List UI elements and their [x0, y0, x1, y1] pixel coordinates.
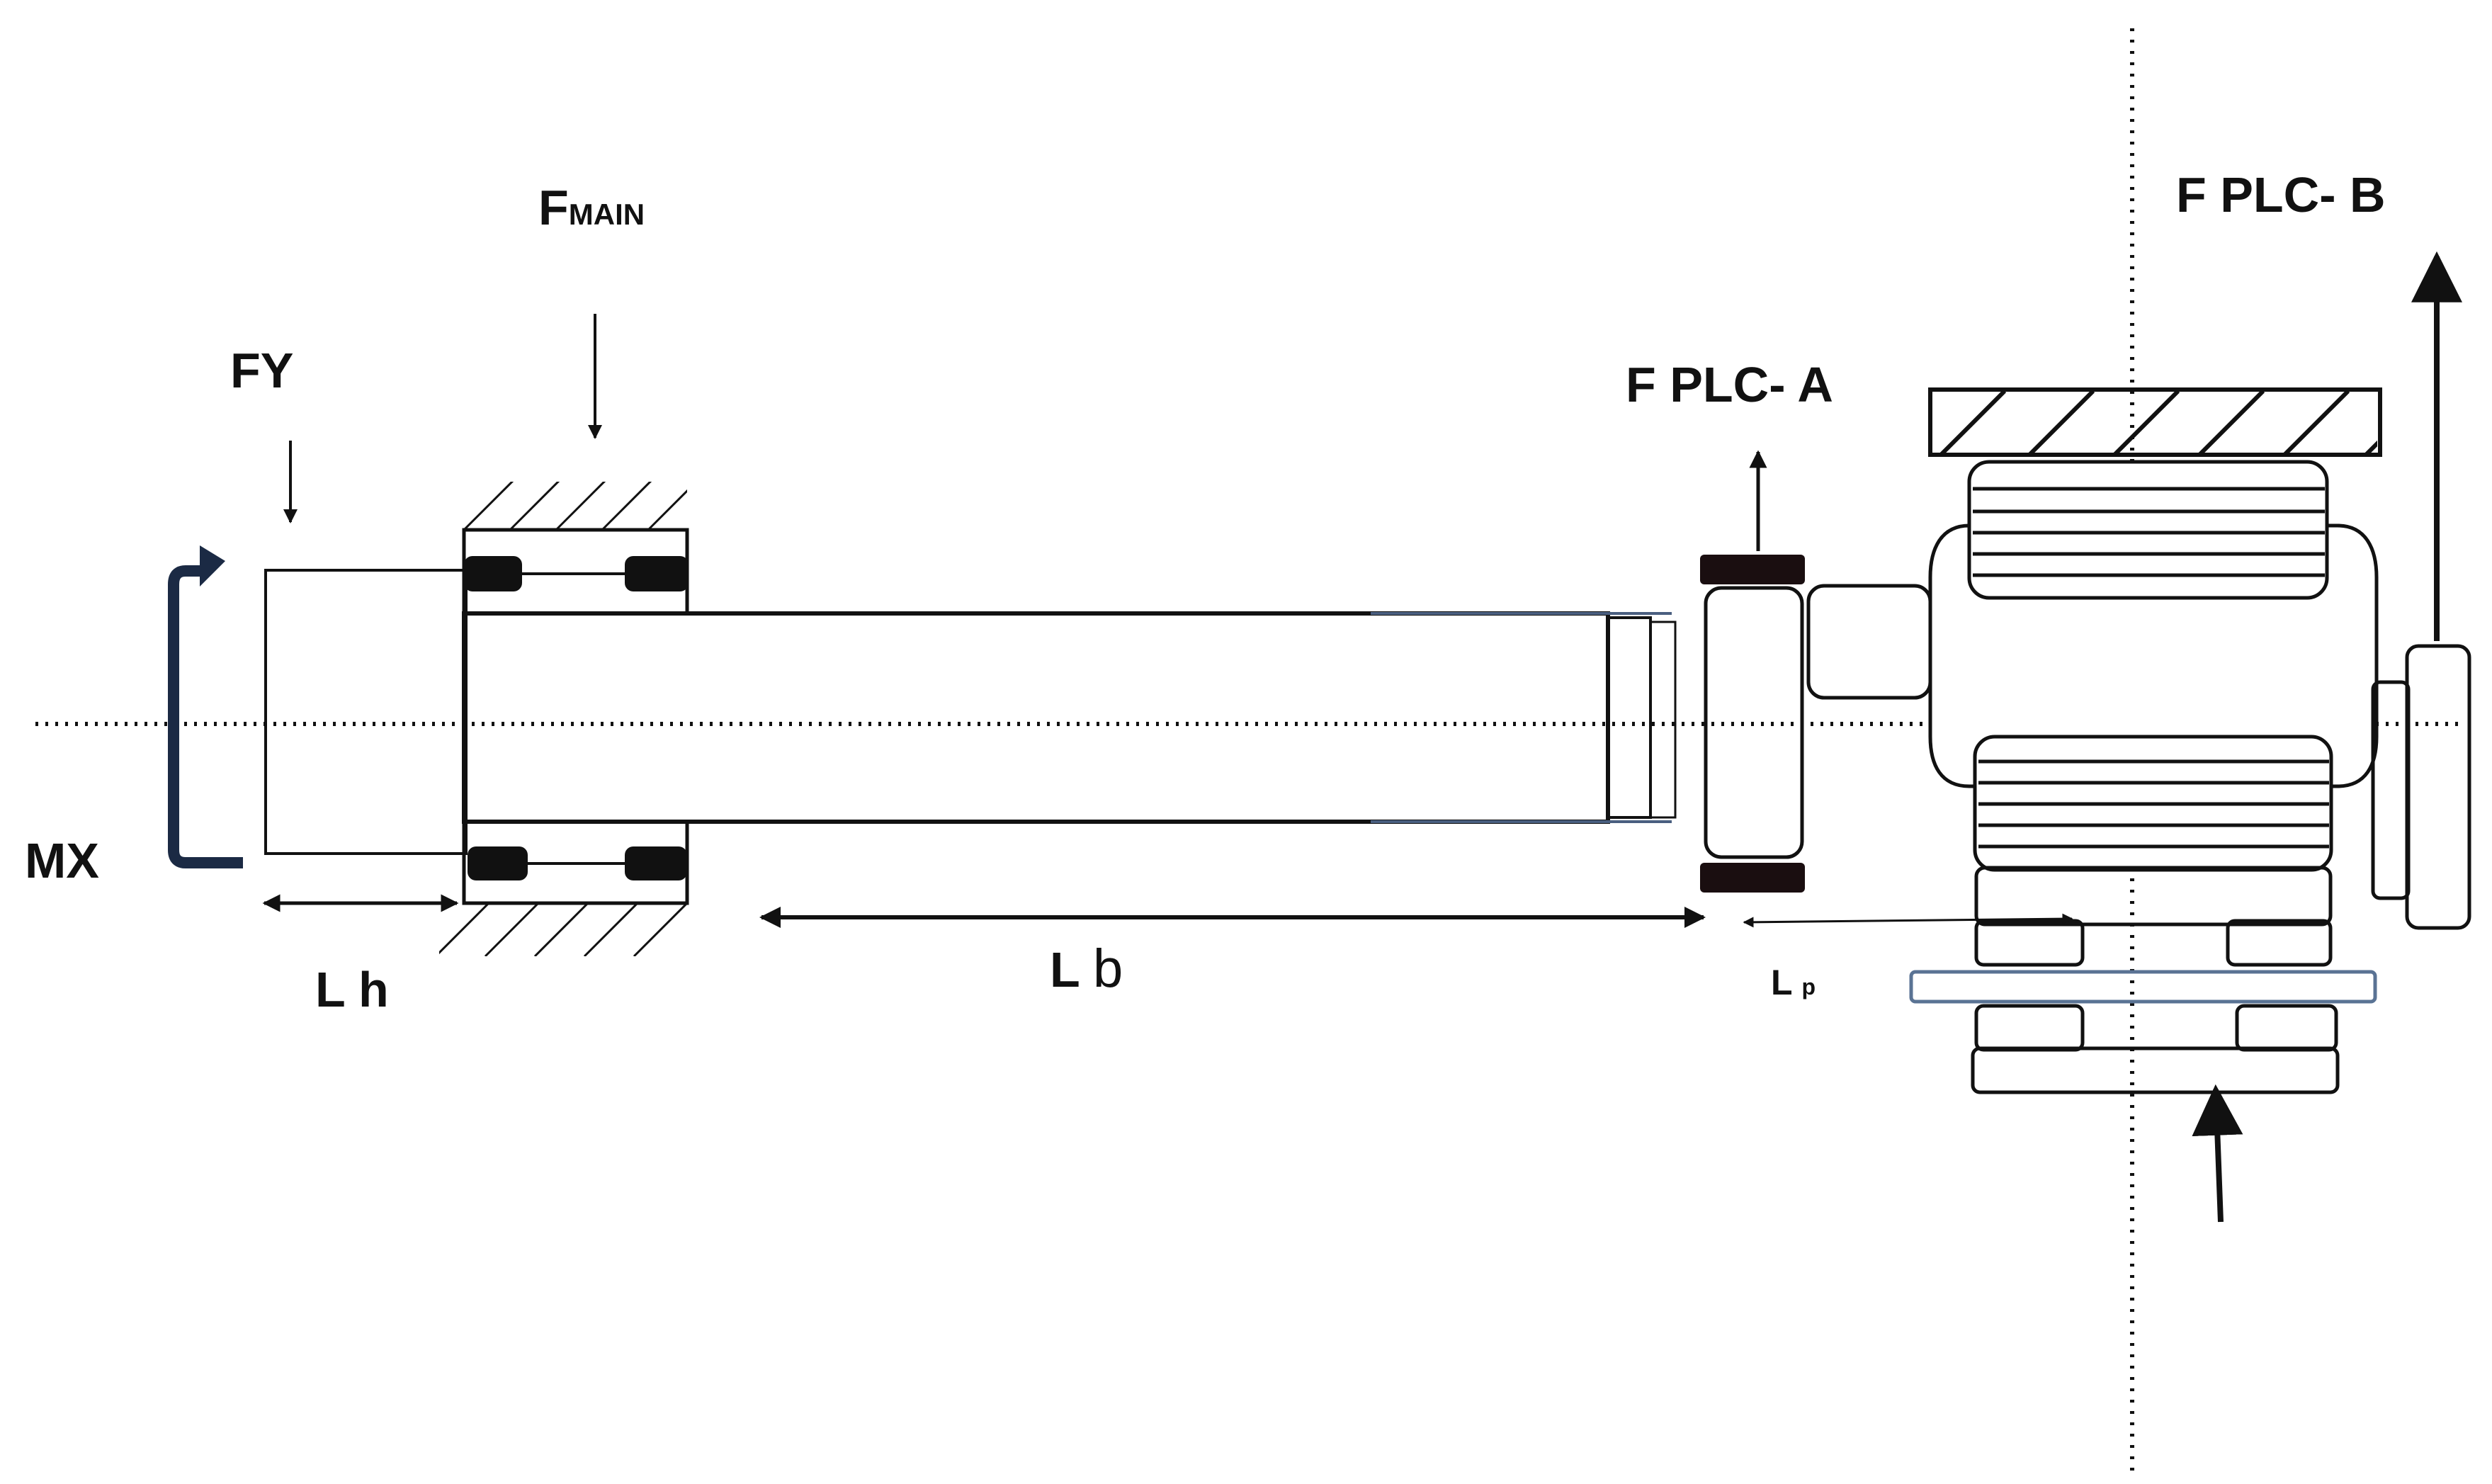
- motor: [1909, 387, 2471, 1094]
- hub-body: [264, 569, 468, 855]
- mx-arrow-head: [200, 545, 225, 587]
- pinion-bearing-a: [1700, 555, 1805, 893]
- lh-label: L h: [315, 962, 389, 1017]
- main-bearing: [439, 482, 689, 956]
- fplc-b-label: F PLC- B: [2176, 167, 2386, 222]
- coupling: [1806, 584, 1932, 700]
- fplc-a-label: F PLC- A: [1626, 357, 1833, 412]
- fmain-label: FMAIN: [538, 180, 645, 235]
- mx-moment-arrow: [168, 565, 243, 868]
- main-shaft: [462, 611, 1677, 824]
- lp-dimension: [1743, 913, 2073, 928]
- lp-label: L p: [1771, 963, 1816, 1002]
- mx-label: MX: [25, 833, 99, 888]
- lb-label: L b: [1050, 939, 1123, 999]
- bottom-force-arrow: [2192, 1084, 2243, 1223]
- fy-label: FY: [230, 343, 294, 398]
